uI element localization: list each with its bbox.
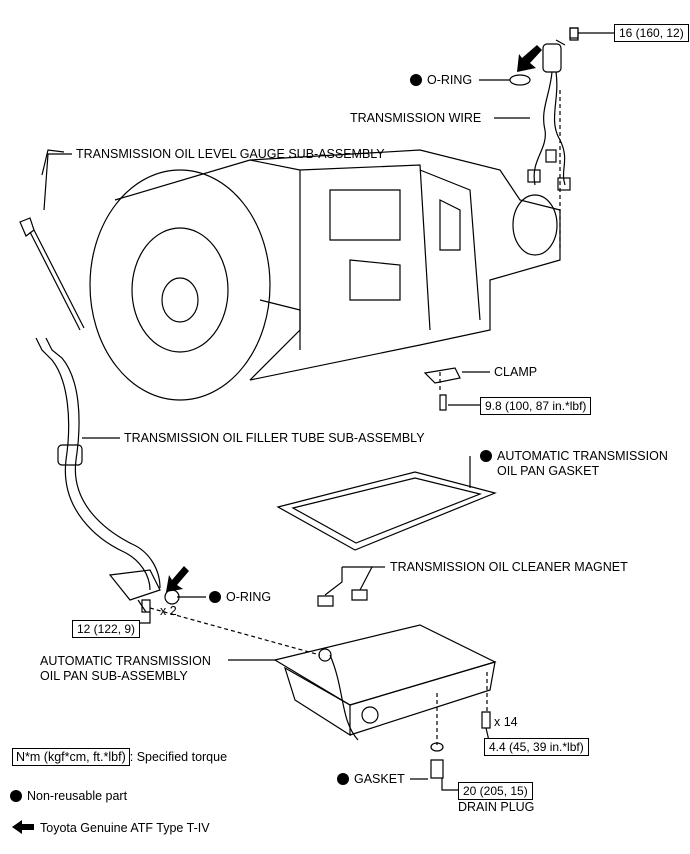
- o-ring-bottom-drawing: [164, 589, 180, 605]
- torque-drain-plug: 20 (205, 15): [458, 782, 533, 800]
- legend-torque: N*m (kgf*cm, ft.*lbf): Specified torque: [12, 748, 227, 766]
- legend-atf: Toyota Genuine ATF Type T-IV: [40, 821, 210, 835]
- atf-arrow-bottom: [166, 566, 189, 592]
- non-reusable-icon: [10, 790, 22, 802]
- non-reusable-icon: [209, 591, 221, 603]
- oil-level-gauge-label: TRANSMISSION OIL LEVEL GAUGE SUB-ASSEMBL…: [76, 147, 385, 161]
- oil-cleaner-magnet-left: [317, 595, 334, 607]
- oil-cleaner-magnet-right: [351, 589, 368, 601]
- non-reusable-icon: [337, 773, 349, 785]
- oil-filler-tube-label: TRANSMISSION OIL FILLER TUBE SUB-ASSEMBL…: [124, 431, 425, 445]
- clamp-drawing: [423, 367, 461, 384]
- oil-level-gauge-drawing: [19, 149, 85, 331]
- oil-cleaner-magnet-label: TRANSMISSION OIL CLEANER MAGNET: [390, 560, 628, 574]
- transmission-body-drawing: [89, 149, 561, 401]
- clamp-bolt-drawing: [439, 394, 447, 411]
- o-ring-bottom-label: O-RING: [209, 590, 271, 605]
- oil-pan-gasket-drawing: [276, 471, 497, 551]
- oil-pan-drawing: [273, 624, 497, 741]
- torque-clamp-bolt: 9.8 (100, 87 in.*lbf): [480, 397, 592, 415]
- tube-bolt-quantity: x 2: [160, 604, 177, 618]
- gasket-label: GASKET: [337, 772, 405, 787]
- gasket-drawing: [430, 742, 444, 752]
- drain-plug-label: DRAIN PLUG: [458, 800, 535, 814]
- pan-bolt-drawing: [481, 711, 491, 729]
- o-ring-top-drawing: [509, 74, 531, 86]
- torque-tube-bolt: 12 (122, 9): [72, 620, 141, 638]
- oil-filler-tube-drawing: [35, 337, 161, 613]
- legend-non-reusable: Non-reusable part: [10, 789, 127, 804]
- oil-pan-gasket-label: AUTOMATIC TRANSMISSION OIL PAN GASKET: [480, 449, 668, 479]
- non-reusable-icon: [480, 450, 492, 462]
- pan-bolt-quantity: x 14: [494, 715, 518, 729]
- transmission-wire-label: TRANSMISSION WIRE: [350, 111, 482, 125]
- clamp-label: CLAMP: [494, 365, 538, 379]
- transmission-wire-drawing: [527, 27, 579, 191]
- drain-plug-drawing: [430, 759, 444, 779]
- non-reusable-icon: [410, 74, 422, 86]
- atf-arrow-top: [517, 45, 542, 72]
- torque-top-bolt: 16 (160, 12): [614, 24, 689, 42]
- tube-bolt-drawing: [141, 599, 151, 613]
- legend-arrow-icon: [12, 820, 34, 834]
- top-bolt-drawing: [569, 27, 579, 41]
- o-ring-top-label: O-RING: [410, 73, 472, 88]
- torque-pan-bolt: 4.4 (45, 39 in.*lbf): [484, 738, 589, 756]
